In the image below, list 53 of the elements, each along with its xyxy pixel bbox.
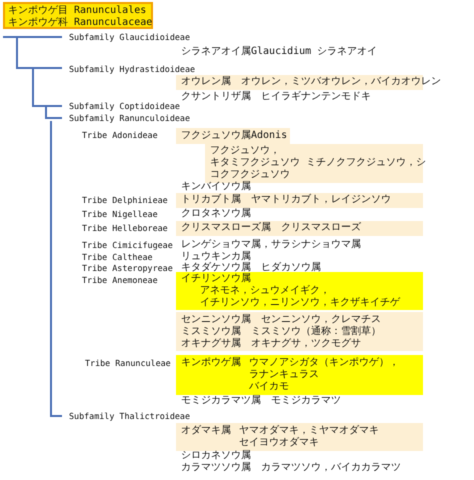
genus-text: カラマツソウ属 カラマツソウ，バイカカラマツ (181, 462, 401, 474)
title-text: キンポウゲ目 Ranunculales (8, 5, 146, 16)
species-text: セイヨウオダマキ (239, 437, 319, 449)
genus-text: フクジュソウ属Adonis (181, 130, 288, 142)
species-text: ヤマオダマキ，ミヤマオダマキ (239, 425, 379, 437)
species-text: イチリンソウ，ニリンソウ，キクザキイチゲ (200, 297, 400, 309)
tribe-label: Tribe Caltheae (82, 251, 153, 263)
subfamily-label: Subfamily Glaucidioideae (69, 31, 190, 43)
genus-text: シラネアオイ属Glaucidium シラネアオイ (181, 46, 378, 58)
tribe-label: Tribe Adonideae (82, 129, 158, 141)
tribe-label: Tribe Cimicifugeae (82, 239, 173, 251)
tribe-label: Tribe Helleboreae (82, 222, 168, 234)
subfamily-label: Subfamily Coptidoideae (69, 100, 180, 112)
highlight-box (176, 128, 290, 144)
species-text: ウマノアシガタ（キンポウゲ）， (249, 357, 399, 369)
genus-text: レンゲショウマ属，サラシナショウマ属 (181, 239, 361, 251)
subfamily-label: Subfamily Hydrastidoideae (69, 63, 196, 75)
highlight-box (176, 355, 423, 395)
genus-text: キタダケソウ属 ヒダカソウ属 (181, 262, 321, 273)
title-box (3, 2, 153, 29)
tribe-label: Tribe Nigelleae (82, 208, 158, 220)
tribe-label: Tribe Anemoneae (82, 274, 158, 286)
highlight-box (176, 423, 423, 451)
title-text: キンポウゲ科 Ranunculaceae (8, 17, 152, 29)
genus-text: シロカネソウ属 (181, 450, 251, 462)
species-text: アネモネ，シュウメイギク， (200, 285, 330, 297)
species-text: オダマキ属 (181, 425, 231, 437)
genus-text: オキナグサ属 オキナグサ，ツクモグサ (181, 338, 361, 350)
subfamily-label: Subfamily Ranunculoideae (69, 112, 190, 124)
genus-text: クロタネソウ属 (181, 208, 251, 220)
genus-text: クリスマスローズ属 クリスマスローズ (181, 222, 361, 234)
tribe-label: Tribe Delphinieae (82, 194, 168, 206)
genus-text: ミスミソウ属 ミスミソウ（通称：雪割草） (181, 326, 381, 338)
species-text: ラナンキュラス (249, 369, 319, 381)
genus-text: トリカブト属 ヤマトリカブト，レイジンソウ (181, 194, 391, 206)
species-text: フクジュソウ， (210, 145, 280, 157)
highlight-box (176, 221, 423, 236)
highlight-box (176, 193, 423, 208)
subfamily-label: Subfamily Thalictroideae (69, 410, 190, 422)
genus-text: センニンソウ属 センニンソウ，クレマチス (181, 314, 381, 326)
highlight-box (176, 312, 423, 351)
species-text: キンポウゲ属 (181, 357, 241, 369)
species-text: キタミフクジュソウ ミチノクフクジュソウ，シコクフクジュソウ (210, 157, 427, 181)
highlight-box (176, 272, 423, 310)
tribe-label: Tribe Ranunculeae (85, 357, 171, 369)
tribe-label: Tribe Asteropyreae (82, 262, 173, 274)
species-text: バイカモ (249, 381, 289, 393)
genus-text: オウレン属 オウレン，ミツバオウレン，バイカオウレン (181, 76, 441, 88)
genus-text: クサントリザ属 ヒイラギナンテンモドキ (181, 91, 371, 103)
species-text: イチリンソウ属 (181, 273, 251, 285)
genus-text: リュウキンカ属 (181, 251, 251, 262)
genus-text: キンバイソウ属 (181, 181, 251, 193)
genus-text: モミジカラマツ属 モミジカラマツ (181, 395, 341, 407)
